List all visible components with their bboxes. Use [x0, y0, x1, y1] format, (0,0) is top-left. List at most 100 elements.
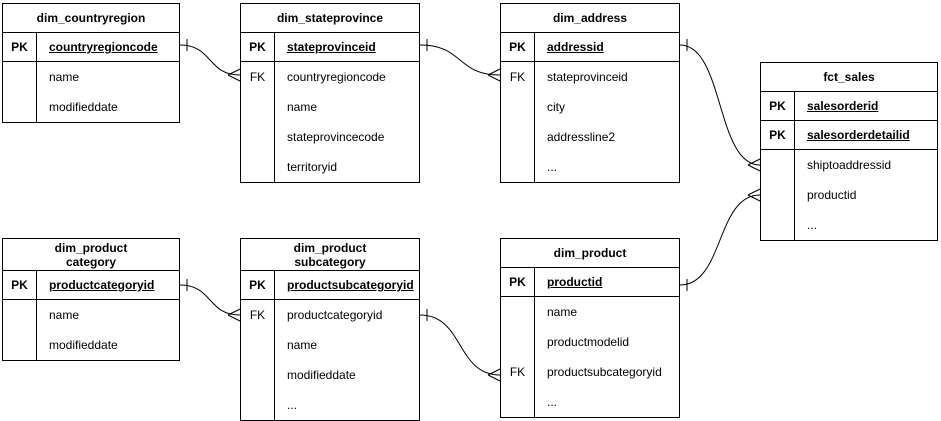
field-name: territoryid	[287, 160, 338, 174]
connector-dim_stateprovince-to-dim_address[interactable]	[419, 39, 501, 82]
field-name: name	[49, 70, 80, 84]
field-row[interactable]: ...	[501, 152, 679, 182]
crow-foot-lower	[487, 374, 501, 382]
connector-path[interactable]	[679, 44, 761, 166]
key-cell	[3, 300, 37, 330]
field-row[interactable]: ...	[241, 390, 419, 420]
field-row[interactable]: name	[3, 300, 179, 330]
connector-dim_address-to-fct_sales[interactable]	[679, 39, 761, 172]
field-row[interactable]: city	[501, 92, 679, 122]
key-cell	[501, 122, 535, 152]
table-title: dim_stateprovince	[241, 4, 419, 33]
key-cell	[3, 62, 37, 92]
field-name: city	[547, 100, 565, 114]
field-row[interactable]: stateprovincecode	[241, 122, 419, 152]
field-row[interactable]: shiptoaddressid	[761, 150, 937, 180]
field-row[interactable]: name	[241, 330, 419, 360]
field-row[interactable]: modifieddate	[241, 360, 419, 390]
crow-foot-upper	[227, 308, 241, 316]
connector-path[interactable]	[419, 314, 501, 376]
field-row[interactable]: ...	[501, 387, 679, 417]
field-row[interactable]: addressline2	[501, 122, 679, 152]
field-name: productid	[547, 275, 603, 289]
field-row[interactable]: modifieddate	[3, 330, 179, 360]
key-cell	[241, 152, 275, 182]
table-dim_productcategory[interactable]: dim_product category PK productcategoryid…	[2, 238, 180, 361]
crow-foot-upper	[487, 68, 501, 76]
table-title: dim_countryregion	[3, 4, 179, 33]
field-name: productcategoryid	[287, 308, 383, 322]
crow-foot-upper	[747, 188, 761, 196]
crow-foot-lower	[487, 74, 501, 82]
field-row[interactable]: territoryid	[241, 152, 419, 182]
key-cell	[501, 92, 535, 122]
field-row[interactable]: productmodelid	[501, 327, 679, 357]
field-name: productmodelid	[547, 335, 630, 349]
key-cell	[3, 92, 37, 122]
key-cell: FK	[241, 300, 275, 330]
field-name: productcategoryid	[49, 278, 155, 292]
connector-path[interactable]	[179, 284, 241, 316]
pk-row[interactable]: PK productid	[501, 268, 679, 297]
table-title: dim_product subcategory	[241, 239, 419, 271]
field-row[interactable]: name	[241, 92, 419, 122]
key-cell	[241, 122, 275, 152]
key-cell: PK	[3, 271, 37, 299]
field-name: name	[287, 100, 318, 114]
table-dim_product[interactable]: dim_product PK productid name productmodeli…	[500, 238, 680, 418]
field-row[interactable]: modifieddate	[3, 92, 179, 122]
key-cell: PK	[241, 271, 275, 299]
field-row[interactable]: productid	[761, 180, 937, 210]
key-cell	[241, 390, 275, 420]
key-cell	[761, 180, 795, 210]
key-cell	[3, 330, 37, 360]
key-cell	[761, 150, 795, 180]
connector-dim_productsubcategory-to-dim_product[interactable]	[419, 309, 501, 382]
key-cell	[241, 92, 275, 122]
pk-row[interactable]: PK productcategoryid	[3, 271, 179, 300]
key-cell	[501, 297, 535, 327]
connector-dim_productcategory-to-dim_productsubcategory[interactable]	[179, 279, 241, 322]
connector-dim_product-to-fct_sales[interactable]	[679, 188, 761, 291]
key-cell	[501, 152, 535, 182]
connector-path[interactable]	[419, 44, 501, 76]
field-name: name	[287, 338, 318, 352]
field-row[interactable]: ...	[761, 210, 937, 240]
table-title: dim_product	[501, 239, 679, 268]
field-row[interactable]: name	[3, 62, 179, 92]
connector-path[interactable]	[679, 194, 761, 286]
field-row[interactable]: FK productcategoryid	[241, 300, 419, 330]
field-name: ...	[287, 398, 298, 412]
key-cell: PK	[501, 268, 535, 296]
connector-path[interactable]	[179, 44, 241, 76]
table-title: dim_product category	[3, 239, 179, 271]
field-name: shiptoaddressid	[807, 158, 892, 172]
field-name: ...	[547, 160, 558, 174]
field-name: salesorderdetailid	[807, 128, 910, 142]
connector-dim_countryregion-to-dim_stateprovince[interactable]	[179, 39, 241, 82]
field-name: addressline2	[547, 130, 616, 144]
key-cell	[501, 387, 535, 417]
key-cell	[501, 327, 535, 357]
field-row[interactable]: name	[501, 297, 679, 327]
